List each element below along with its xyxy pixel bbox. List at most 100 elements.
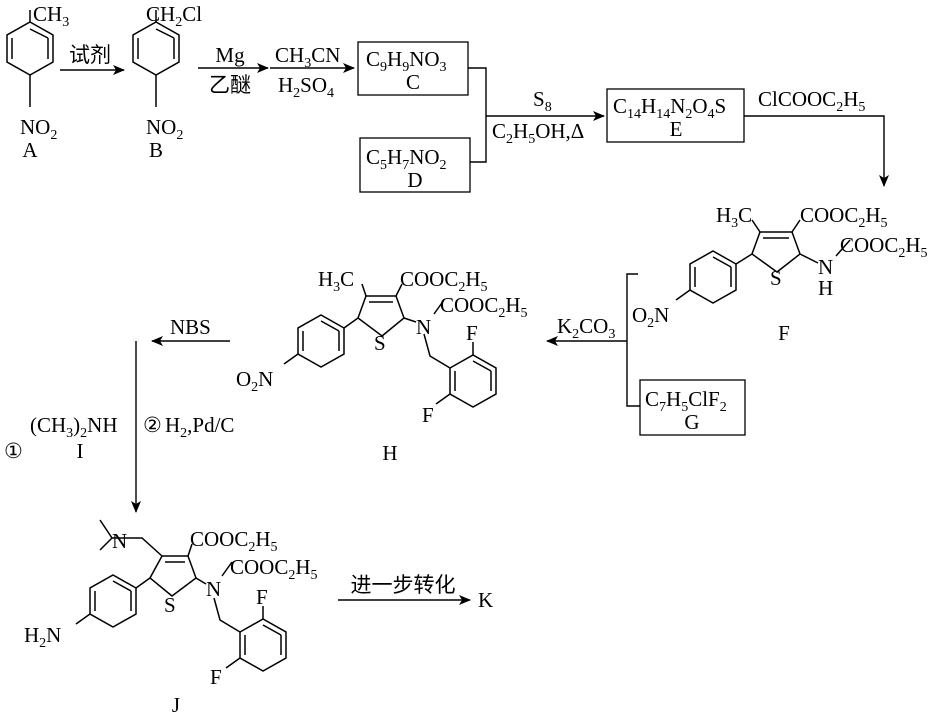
compound-b-ch2cl: CH2Cl [146,2,202,30]
compound-f: H3C COOC2H5 COOC2H5 N H S O2N F [632,203,928,345]
compound-h-ester-bond [395,283,403,297]
compound-h-atom-f-top: F [466,321,478,345]
compound-j-aryl-bond [135,577,151,589]
compound-d-formula: C5H7NO2 [366,145,447,173]
compound-i-label: I [77,439,84,463]
compound-f-atom-s: S [770,266,782,290]
compound-f-methyl-bond [751,219,761,233]
compound-g-box [639,379,746,436]
compound-b-ring [132,21,180,76]
compound-f-nitro: O2N [632,303,669,331]
compound-h-thiophene [357,295,405,337]
compound-j-dimethylaminomethyl-bond [99,519,163,557]
bracket-f-g [626,273,640,407]
reagent-bc-h2so4: H2SO4 [278,73,334,101]
compound-j-benzyl-bond [213,597,241,633]
compound-k-label: K [478,588,493,612]
compound-j-nme-bond [99,537,113,551]
compound-g-label: G [684,410,699,434]
compound-f-label: F [778,321,790,345]
compound-f-methyl: H3C [716,203,752,231]
compound-j-amine: H2N [24,623,61,651]
compound-j-ester-1: COOC2H5 [190,527,278,555]
reagent-hj-amine: (CH3)2NH [30,413,118,441]
reagent-bc-ether: 乙醚 [209,73,251,97]
compound-h-atom-n: N [416,315,431,339]
compound-h-ester-1: COOC2H5 [400,267,488,295]
arrow-e-to-f [744,115,889,187]
compound-j-amine-bond [75,613,91,625]
compound-d-box [359,137,471,193]
compound-h-label: H [382,441,397,465]
compound-h-atom-f-bottom: F [422,403,434,427]
reagent-ab: 试剂 [69,43,111,67]
bracket-c-d [468,67,487,163]
compound-j-n-bond [195,577,207,585]
reagent-ef: ClCOOC2H5 [758,87,865,115]
compound-j-thiophene [149,555,197,597]
compound-a-methyl: CH3 [33,2,69,30]
compound-h-phenyl-ring [297,314,345,368]
compound-j-label: J [172,693,180,717]
reagent-cde-s8: S8 [533,87,552,115]
reagent-jk: 进一步转化 [351,573,456,597]
compound-f-carbamate-bond [835,239,851,257]
compound-h-methyl: H3C [318,267,354,295]
compound-f-atom-n: N [818,255,833,279]
compound-f-thiophene [751,231,801,273]
compound-h-difluorophenyl-ring [449,354,497,408]
compound-h-ester-2: COOC2H5 [440,293,528,321]
compound-j-ester-bond [187,543,193,557]
compound-g-formula: C7H5ClF2 [645,387,727,415]
compound-h: H3C COOC2H5 COOC2H5 N S F F O2N H [236,267,528,465]
compound-c-label: C [406,70,420,94]
reagent-hj-step2: ② [143,413,162,437]
compound-c-formula: C9H9NO3 [366,47,447,75]
compound-f-phenyl-ring [689,250,737,304]
compound-j-atom-s: S [164,593,176,617]
compound-e-formula: C14H14N2O4S [613,94,726,122]
compound-f-ester-2: COOC2H5 [840,233,928,261]
compound-j-atom-n: N [206,577,221,601]
compound-f-atom-h: H [818,276,833,300]
compound-b-label: B [149,138,163,162]
reagent-bc-mg: Mg [215,43,245,67]
compound-h-n-bond [403,317,417,323]
compound-h-nitro: O2N [236,367,273,395]
compound-h-benzyl-bond [423,333,451,369]
compound-h-f-bond-bottom [435,393,451,405]
compound-a: CH3 NO2 A [6,2,69,162]
reagent-hj-h2: H2,Pd/C [165,413,234,441]
compound-f-aryl-bond [735,253,753,265]
compound-j-atom-f-bottom: F [210,665,222,689]
reagent-hj-nbs: NBS [170,315,211,339]
reagent-fgh: K2CO3 [557,314,615,342]
compound-j-carbamate-bond [221,561,233,577]
compound-f-ester-1: COOC2H5 [800,203,888,231]
compound-j-atom-n-amine: N [112,529,127,553]
compound-j-f-bond-bottom [225,657,241,669]
compound-j-difluorophenyl-ring [239,618,287,672]
reagent-hj-step1: ① [4,439,23,463]
reagent-bc-ch3cn: CH3CN [275,43,340,71]
compound-b-nitro: NO2 [146,115,183,143]
reagent-cde-etoh: C2H5OH,Δ [492,119,584,147]
compound-a-label: A [22,138,38,162]
compound-h-carbamate-bond [433,299,445,315]
compound-h-methyl-bond [361,283,367,297]
compound-a-ring [6,21,54,76]
compound-f-nh-bond [799,253,819,264]
compound-f-nitro-bond [675,289,691,301]
compound-j: N COOC2H5 COOC2H5 N S F F H2N J [24,519,318,717]
compound-b: CH2Cl NO2 B [132,2,202,162]
compound-j-ester-2: COOC2H5 [230,555,318,583]
compound-h-aryl-bond [343,317,359,329]
compound-a-nitro: NO2 [20,115,57,143]
compound-h-nitro-bond [283,353,299,365]
compound-e-label: E [670,117,683,141]
compound-j-atom-f-top: F [256,585,268,609]
compound-f-ester-bond [791,219,801,233]
compound-j-phenyl-ring [89,574,137,628]
compound-d-label: D [407,168,422,192]
